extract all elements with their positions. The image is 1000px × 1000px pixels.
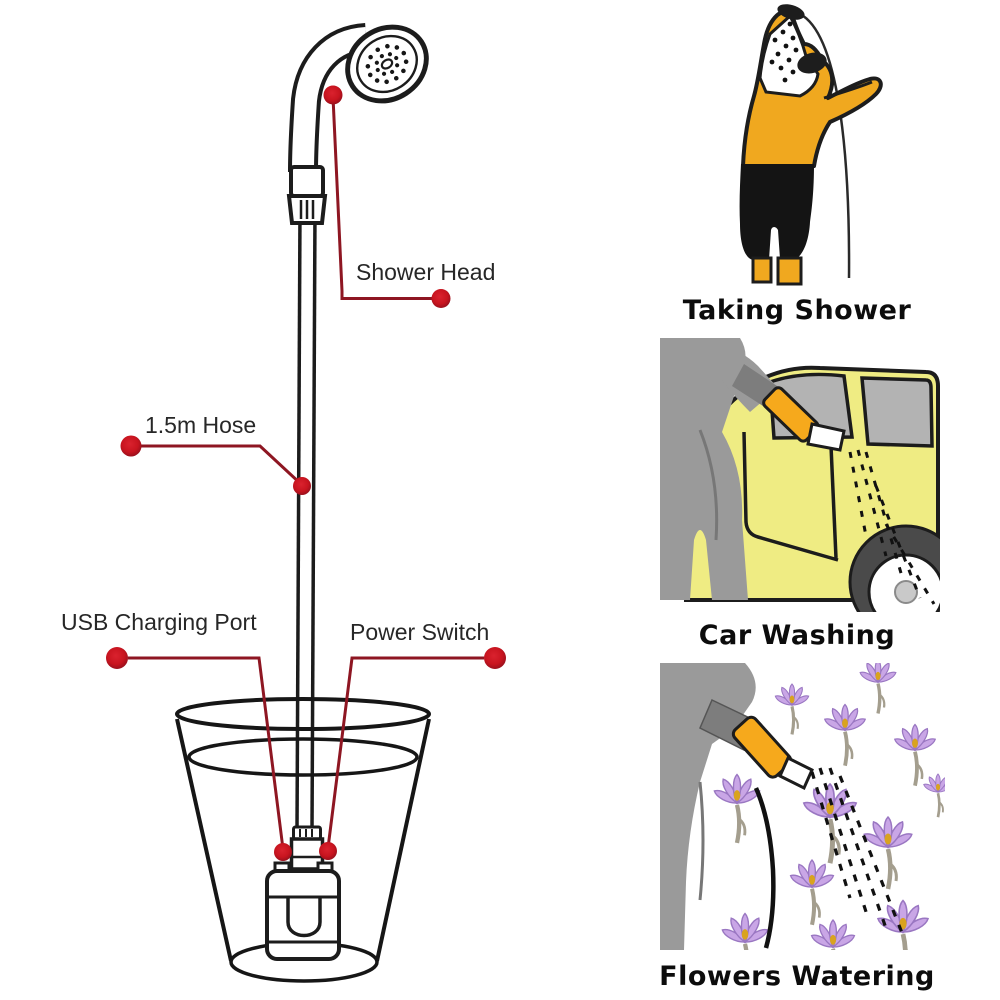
water-bucket [175, 697, 431, 983]
caption-flowers-watering: Flowers Watering [659, 961, 935, 992]
water-spray-dashes [810, 767, 906, 939]
person-silhouette [660, 663, 756, 950]
shorts [739, 164, 814, 260]
sprayer-nozzle [806, 422, 846, 452]
label-power-switch: Power Switch [350, 619, 490, 645]
person-silhouette [660, 338, 748, 600]
label-usb-charging-port: USB Charging Port [61, 609, 257, 635]
shower-pump-diagram [106, 23, 506, 983]
handheld-shower-icon [777, 4, 805, 20]
flowers-watering-illustration [660, 663, 945, 950]
caption-car-washing: Car Washing [698, 620, 896, 651]
water-drops [769, 21, 799, 83]
person-head [797, 52, 827, 74]
person-leg [776, 256, 803, 286]
sprayer-nozzle [778, 755, 814, 791]
handle-connector [286, 165, 328, 225]
label-shower-head: Shower Head [356, 259, 496, 285]
water-spray-dashes [848, 449, 936, 605]
shower-handle [288, 23, 368, 173]
car-door-line [742, 431, 839, 562]
water-spray-area [758, 13, 820, 98]
person-leg [751, 256, 773, 284]
leader-lines [128, 96, 484, 850]
hose-line-art [295, 209, 317, 831]
pump-art [265, 825, 341, 961]
car-washing-illustration [660, 338, 940, 612]
shower-head-art [345, 24, 429, 104]
marker-dots [106, 85, 506, 861]
taking-shower-illustration [739, 4, 883, 286]
label-hose: 1.5m Hose [145, 412, 257, 438]
sprayer-hose [753, 787, 776, 949]
car-window-rear [860, 376, 934, 448]
caption-taking-shower: Taking Shower [682, 295, 912, 326]
